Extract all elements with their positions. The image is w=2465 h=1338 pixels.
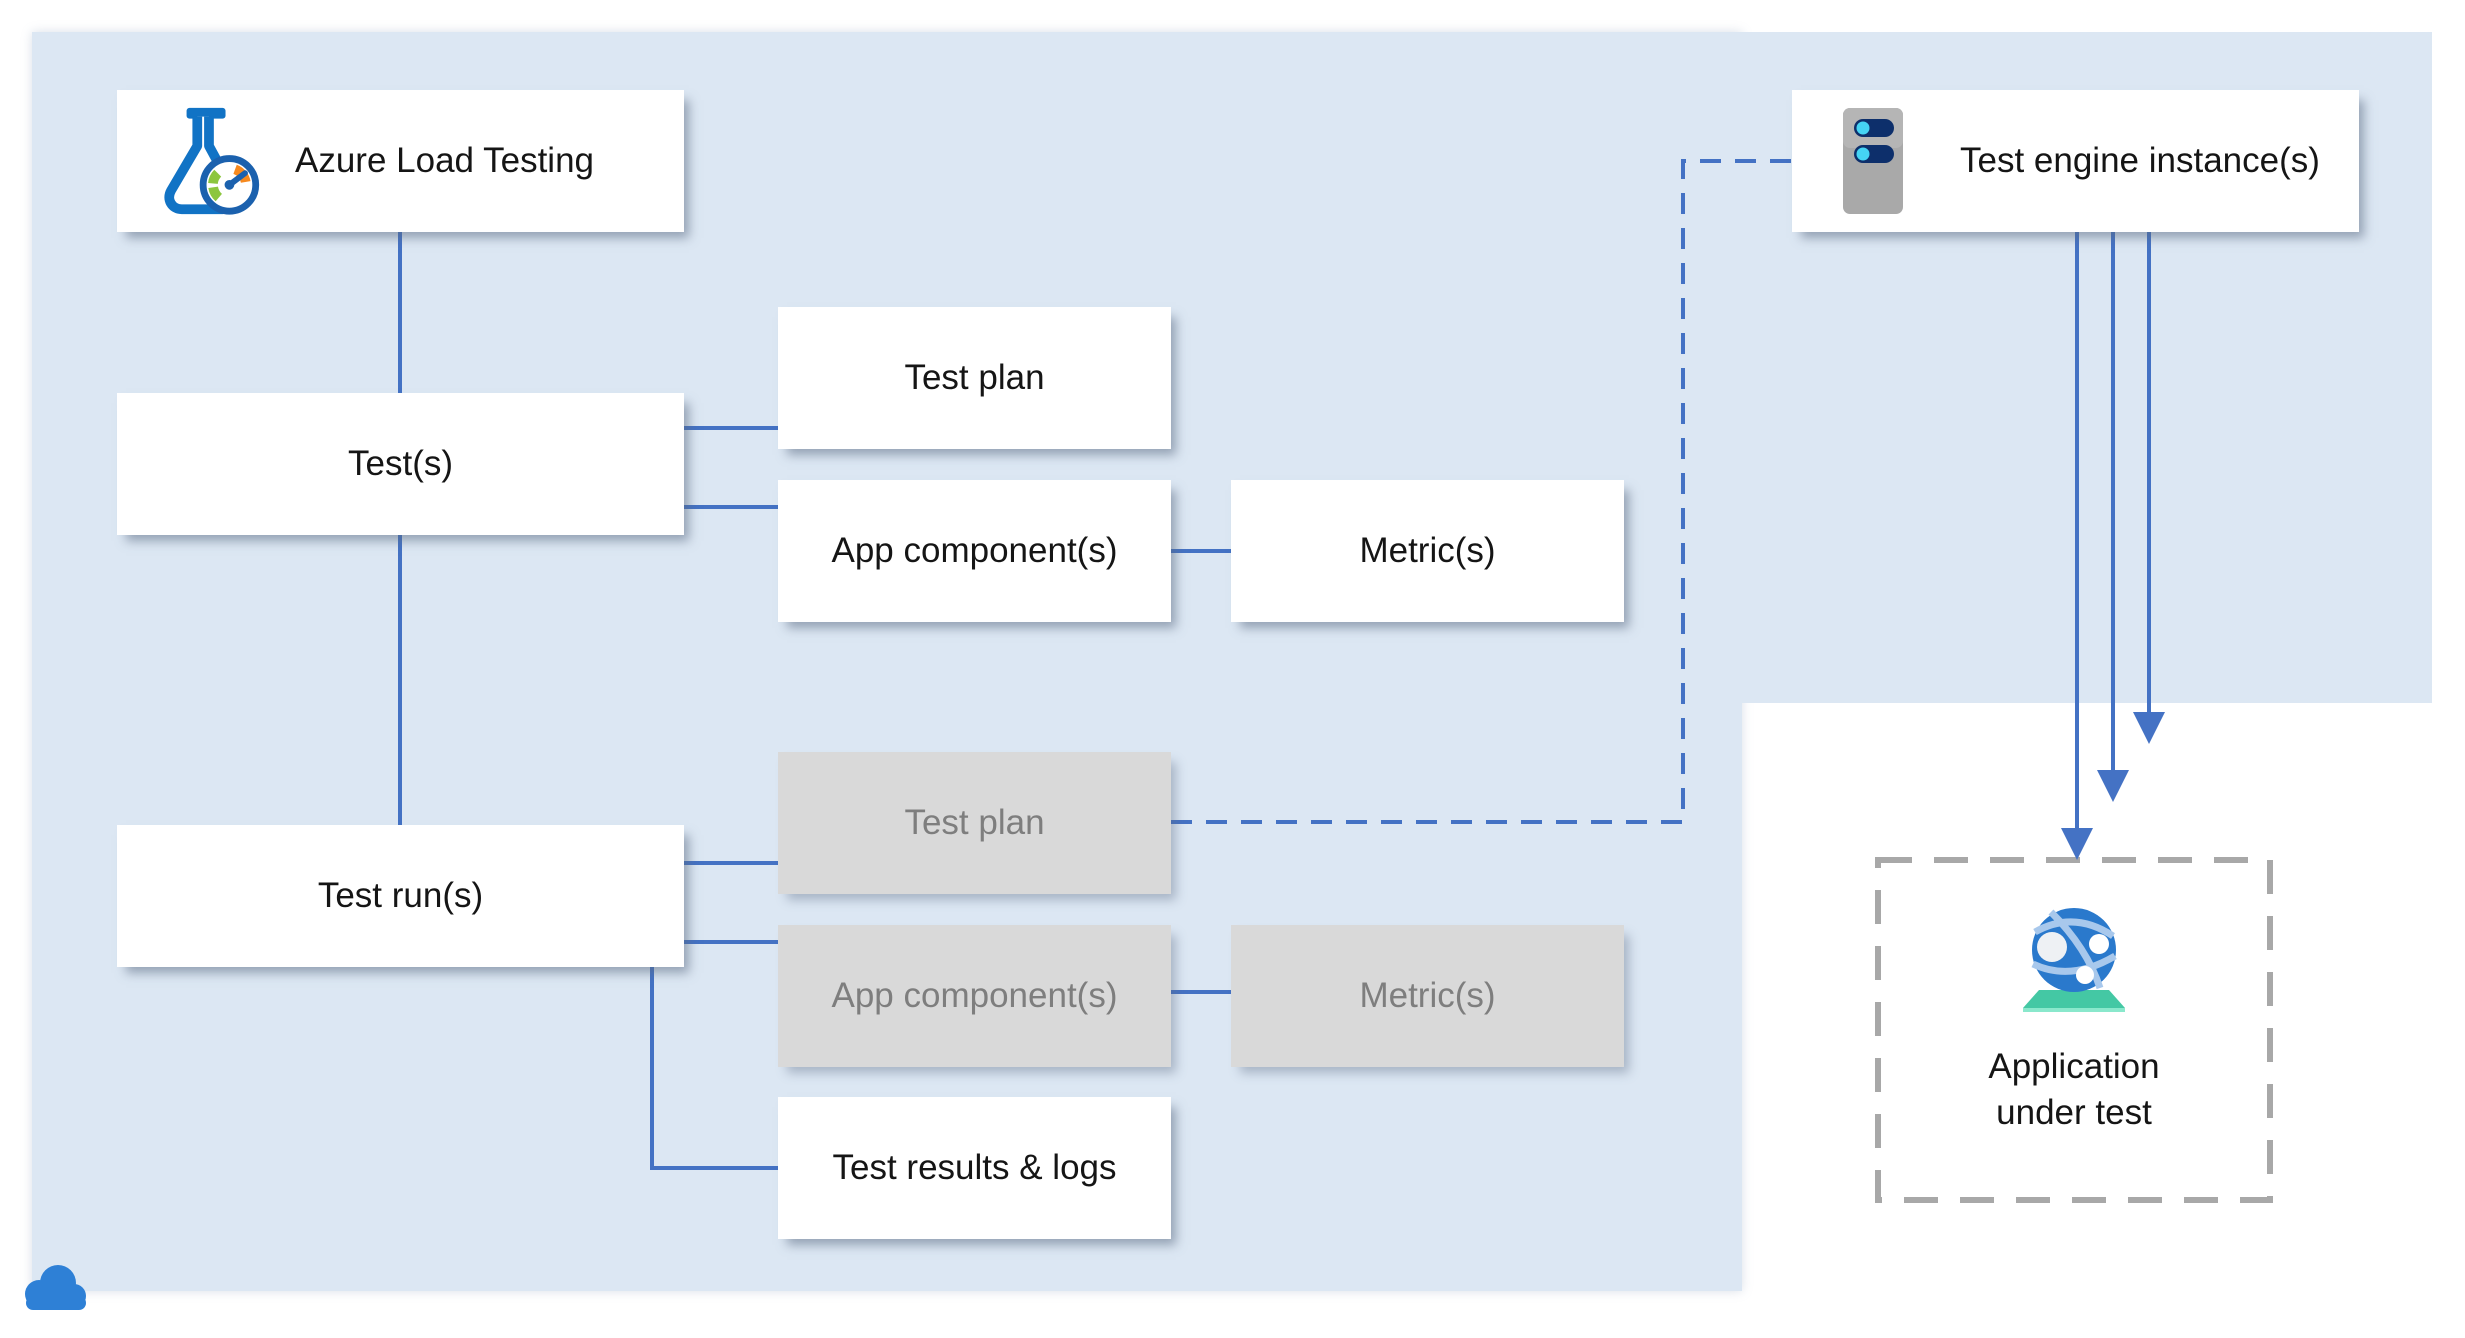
background-panel-left: [32, 32, 1742, 1291]
node-label: Test(s): [348, 444, 453, 483]
node-label: App component(s): [831, 976, 1118, 1015]
solid-connectors: [398, 232, 1231, 1170]
node-azure-load-testing: Azure Load Testing: [117, 90, 684, 232]
node-label: Test run(s): [317, 876, 484, 915]
globe-app-icon: [1999, 902, 2149, 1014]
node-label: Test plan: [904, 803, 1045, 842]
node-test-plan: Test plan: [778, 307, 1171, 449]
node-label: Azure Load Testing: [295, 141, 595, 180]
server-icon: [1842, 107, 1904, 215]
node-app-components-run: App component(s): [778, 925, 1171, 1067]
node-metrics: Metric(s): [1231, 480, 1624, 622]
node-test-plan-run: Test plan: [778, 752, 1171, 894]
arrow-3-head: [2133, 712, 2165, 744]
node-label: Application under test: [1988, 1044, 2159, 1136]
node-label: Test results & logs: [832, 1148, 1117, 1187]
node-label: Test plan: [904, 358, 1045, 397]
node-test-runs: Test run(s): [117, 825, 684, 967]
edge-testplanrun-to-testengine-dashed: [1171, 159, 1792, 824]
node-label: Metric(s): [1359, 976, 1496, 1015]
application-under-test-dashed-border: [1875, 857, 2273, 1203]
arrow-1-head: [2061, 828, 2093, 860]
edge-testruns-to-testresults: [650, 967, 778, 1170]
node-metrics-run: Metric(s): [1231, 925, 1624, 1067]
node-label-line1: Application: [1988, 1047, 2160, 1086]
node-label: Metric(s): [1359, 531, 1496, 570]
node-label: Test engine instance(s): [1960, 141, 2320, 180]
node-label-line2: under test: [1996, 1093, 2152, 1132]
cloud-icon: [12, 1252, 94, 1319]
node-application-under-test: Application under test: [1878, 860, 2270, 1200]
node-app-components: App component(s): [778, 480, 1171, 622]
node-test-engine: Test engine instance(s): [1792, 90, 2359, 232]
load-testing-flask-gauge-icon: [149, 105, 267, 217]
node-test-results: Test results & logs: [778, 1097, 1171, 1239]
engine-to-app-arrows: [2061, 232, 2165, 860]
node-label: App component(s): [831, 531, 1118, 570]
node-tests: Test(s): [117, 393, 684, 535]
arrow-2-head: [2097, 770, 2129, 802]
